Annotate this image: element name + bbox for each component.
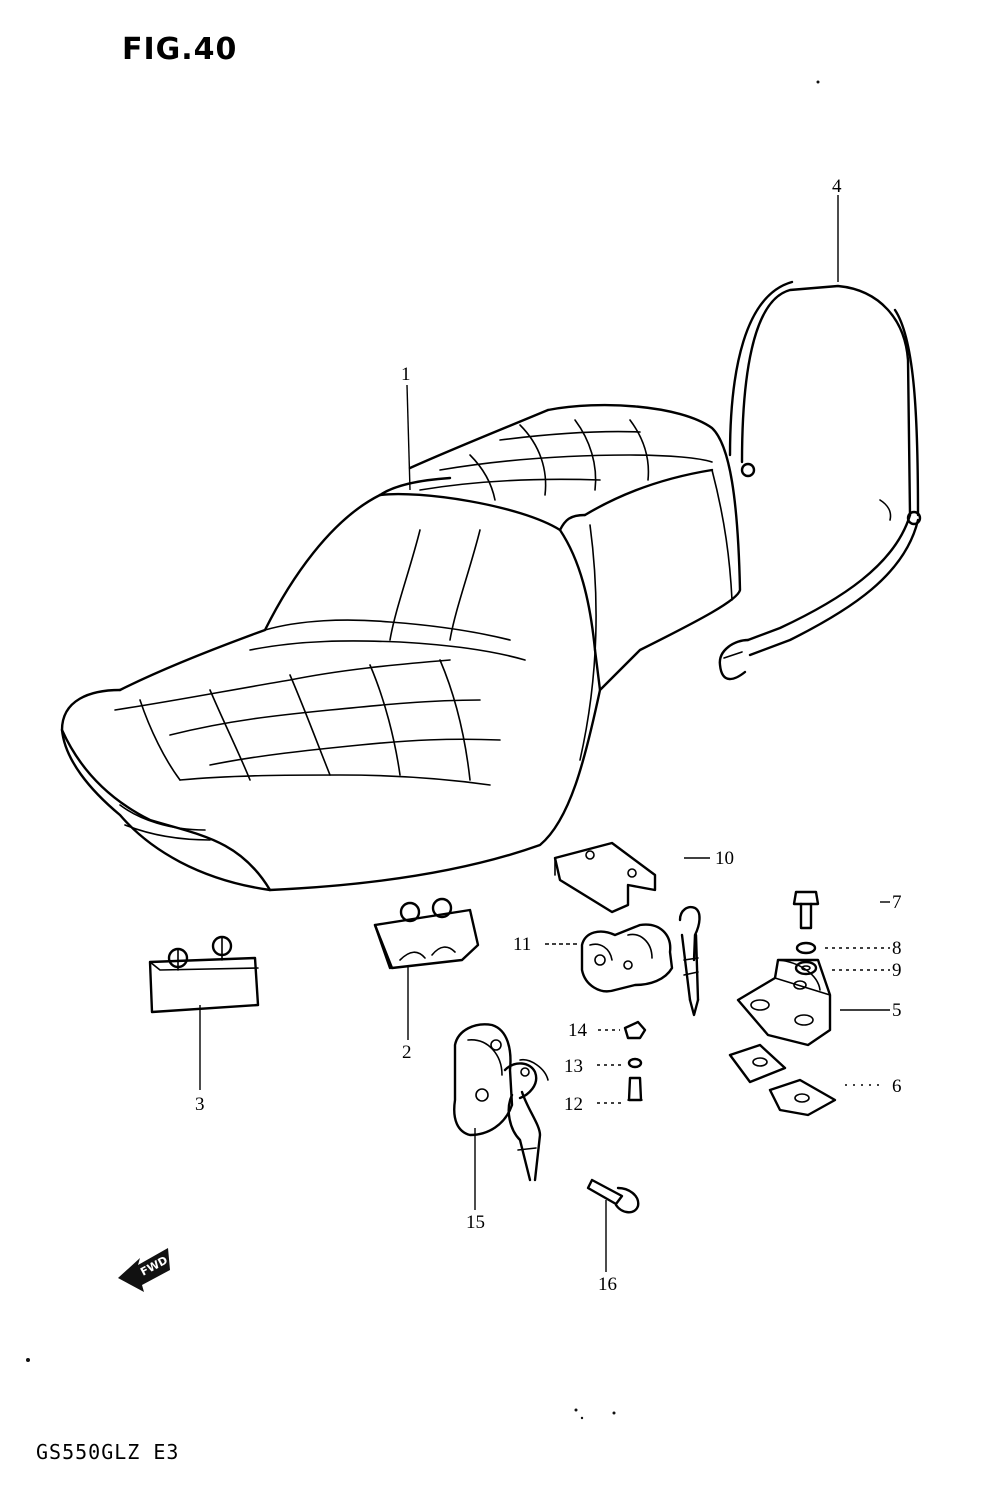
- callout-5: 5: [892, 1000, 902, 1021]
- callouts: 1 2 3 4 5 6 7 8 9 10 11 12 13 14 15 16: [195, 176, 902, 1295]
- figure-title: FIG.40: [122, 32, 238, 67]
- leader-lines: [199, 195, 890, 1272]
- callout-4: 4: [832, 176, 842, 197]
- callout-3: 3: [195, 1094, 205, 1115]
- callout-10: 10: [715, 848, 734, 869]
- part-cushion-block: [373, 897, 480, 970]
- callout-13: 13: [564, 1056, 583, 1077]
- part-l-bracket: [736, 958, 832, 1047]
- callout-1: 1: [401, 364, 411, 385]
- callout-2: 2: [402, 1042, 412, 1063]
- model-code: GS550GLZ E3: [36, 1440, 180, 1464]
- callout-7: 7: [892, 892, 902, 913]
- part-seat: [60, 403, 742, 892]
- part-cushion-block-lower: [148, 935, 260, 1014]
- callout-6: 6: [892, 1076, 902, 1097]
- part-bracket-plate: [553, 841, 657, 914]
- callout-8: 8: [892, 938, 902, 959]
- part-nut-washer-screw: [623, 1020, 647, 1102]
- callout-12: 12: [564, 1094, 583, 1115]
- callout-16: 16: [598, 1274, 617, 1295]
- part-screw-16: [586, 1178, 640, 1214]
- fwd-arrow-icon: FWD: [118, 1248, 170, 1292]
- callout-9: 9: [892, 960, 902, 981]
- part-seat-lock: [580, 906, 701, 1017]
- part-bolt-7: [792, 890, 820, 930]
- callout-11: 11: [513, 934, 531, 955]
- scan-specks: [26, 80, 820, 1420]
- callout-14: 14: [568, 1020, 588, 1041]
- part-helmet-lock: [453, 1023, 549, 1182]
- callout-15: 15: [466, 1212, 485, 1233]
- part-grab-rail: [718, 280, 922, 681]
- part-clips: [728, 1043, 837, 1117]
